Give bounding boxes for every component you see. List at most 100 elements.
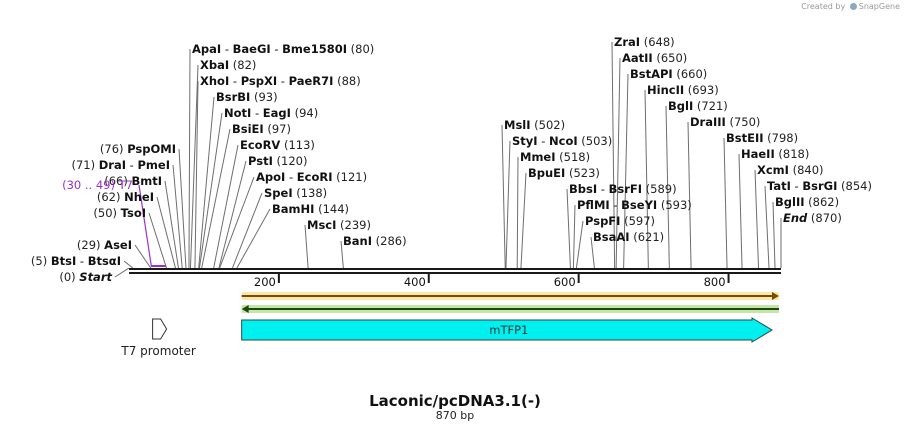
site-label-start: (0) Start <box>59 270 112 284</box>
connector-mmei <box>516 156 519 269</box>
connector-bbsi <box>566 188 571 269</box>
connector-noti <box>198 112 223 269</box>
connector-bsteii <box>723 137 728 269</box>
connector-bani <box>340 240 344 269</box>
site-label-psti: PstI (120) <box>248 154 307 168</box>
backbone-strand-top <box>129 268 781 270</box>
site-label-bstapi: BstAPI (660) <box>630 67 707 81</box>
feature-t7-promoter-label: T7 promoter <box>120 344 196 358</box>
site-label-apoi: ApoI - EcoRI (121) <box>256 170 367 184</box>
green-arrow-head <box>241 305 249 313</box>
connector-bpuei <box>520 172 527 269</box>
connector-nhei <box>156 196 176 269</box>
connector-bmti <box>164 180 179 269</box>
connector-draiii <box>687 121 692 269</box>
site-label-xcmi: XcmI (840) <box>757 163 824 177</box>
connector-zrai <box>611 41 616 269</box>
map-length: 870 bp <box>435 409 475 422</box>
site-label-bsaai: BsaAI (621) <box>593 230 664 244</box>
connector-styi <box>505 140 511 269</box>
site-label-bgli: BglI (721) <box>668 99 728 113</box>
connector-aatii <box>615 57 621 269</box>
site-label-spei: SpeI (138) <box>264 186 327 200</box>
site-label-pspomi: (76) PspOMI <box>100 142 176 156</box>
site-label-zrai: ZraI (648) <box>614 35 675 49</box>
site-label-drai: (71) DraI - PmeI <box>72 158 171 172</box>
site-label-pflmi: PflMI - BseYI (593) <box>577 198 692 212</box>
connector-hincii <box>644 89 649 269</box>
connector-bamhi <box>236 208 271 269</box>
site-label-bsrbi: BsrBI (93) <box>216 90 278 104</box>
credit-prefix: Created by <box>801 2 846 11</box>
connector-ecorv <box>213 144 239 269</box>
site-label-hincii: HincII (693) <box>647 83 719 97</box>
connector-bglii <box>772 201 776 269</box>
site-label-aatii: AatII (650) <box>622 51 687 65</box>
site-label-msci: MscI (239) <box>307 218 371 232</box>
site-label-btsi: (5) BtsI - BtsαI <box>31 254 121 268</box>
scale-tick-label: 200 <box>254 275 276 289</box>
site-labels: (76) PspOMI(71) DraI - PmeI(66) BmtI(62)… <box>31 35 872 284</box>
site-label-bpuei: BpuEI (523) <box>528 166 600 180</box>
credit-brand: SnapGene <box>858 2 900 11</box>
site-label-mmei: MmeI (518) <box>520 150 590 164</box>
connector-pspfi <box>575 220 584 269</box>
scale-tick-label: 600 <box>554 275 576 289</box>
connector-xbai <box>189 64 199 269</box>
site-label-asei: (29) AseI <box>77 238 132 252</box>
site-label-bsteii: BstEII (798) <box>726 131 798 145</box>
site-label-bani: BanI (286) <box>343 234 407 248</box>
feature-track: T7 promoter mTFP1 <box>120 292 780 358</box>
feature-mtfp1-arrow <box>241 317 773 343</box>
connector-pflmi <box>572 204 576 269</box>
site-label-apai: ApaI - BaeGI - Bme1580I (80) <box>192 42 374 56</box>
site-label-bsiei: BsiEI (97) <box>232 122 291 136</box>
site-label-styi: StyI - NcoI (503) <box>512 134 612 148</box>
connector-msli <box>501 124 506 269</box>
primer-connector <box>138 184 153 268</box>
orange-arrow-head <box>772 292 779 300</box>
site-label-end: End (870) <box>783 211 842 225</box>
connector-spei <box>231 192 263 269</box>
site-label-bbsi: BbsI - BsrFI (589) <box>569 182 677 196</box>
site-label-haeii: HaeII (818) <box>741 147 809 161</box>
site-label-xhoi: XhoI - PspXI - PaeR7I (88) <box>200 74 361 88</box>
connector-apoi <box>219 176 255 269</box>
connector-btsi <box>123 260 134 269</box>
feature-mtfp1-label: mTFP1 <box>489 323 528 337</box>
connector-psti <box>218 160 247 269</box>
site-label-xbai: XbaI (82) <box>200 58 256 72</box>
connector-haeii <box>738 153 743 269</box>
connector-apai <box>188 48 191 269</box>
site-label-draiii: DraIII (750) <box>690 115 760 129</box>
connector-bsiei <box>201 128 231 269</box>
connector-bsrbi <box>198 96 215 269</box>
site-label-bamhi: BamHI (144) <box>272 202 349 216</box>
feature-t7-promoter-arrow <box>152 318 168 340</box>
scale-tick-label: 800 <box>704 275 726 289</box>
site-label-nhei: (62) NheI <box>97 190 154 204</box>
connector-xcmi <box>754 169 760 269</box>
connector-msci <box>304 224 309 269</box>
site-label-pspfi: PspFI (597) <box>585 214 655 228</box>
site-connector-lines <box>114 41 782 278</box>
snapgene-logo-icon <box>849 3 857 10</box>
primer-label-t7: (30 .. 49) T7 <box>62 178 133 192</box>
connector-bsaai <box>590 236 595 269</box>
backbone-strand-bottom <box>129 272 781 274</box>
connector-tsoi <box>148 212 167 269</box>
connector-xhoi <box>194 80 199 269</box>
snapgene-credit: Created by SnapGene <box>801 2 900 11</box>
site-label-tati: TatI - BsrGI (854) <box>767 179 872 193</box>
connector-tati <box>764 185 770 269</box>
map-title: Laconic/pcDNA3.1(-) <box>369 392 541 410</box>
connector-bstapi <box>623 73 629 269</box>
site-label-msli: MslI (502) <box>504 118 565 132</box>
connector-pspomi <box>178 148 187 269</box>
site-label-bglii: BglII (862) <box>775 195 839 209</box>
site-label-ecorv: EcoRV (113) <box>240 138 315 152</box>
site-label-noti: NotI - EagI (94) <box>224 106 318 120</box>
connector-drai <box>172 164 183 269</box>
